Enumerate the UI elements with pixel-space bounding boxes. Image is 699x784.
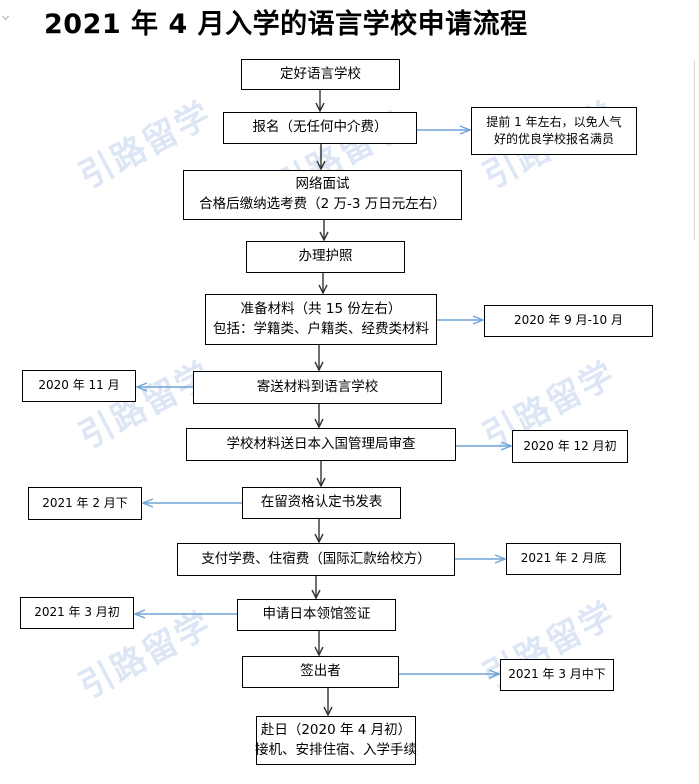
- step-text: 准备材料（共 15 份左右）: [240, 300, 402, 317]
- step-text: 合格后缴纳选考费（2 万-3 万日元左右）: [199, 196, 446, 212]
- step-text: 赴日（2020 年 4 月初）: [260, 721, 412, 738]
- note-text: 2020 年 11 月: [38, 378, 120, 393]
- note-text: 好的优良学校报名满员: [493, 132, 614, 146]
- note-text: 2021 年 3 月初: [34, 605, 120, 620]
- step-passport: 办理护照: [246, 241, 405, 273]
- step-coe-issued: 在留资格认定书发表: [242, 487, 401, 519]
- step-apply: 报名（无任何中介费）: [223, 112, 417, 144]
- step-text: 定好语言学校: [280, 65, 361, 82]
- note-text: 2021 年 3 月中下: [508, 667, 606, 682]
- step-text: 网络面试: [295, 176, 350, 193]
- note-send-time: 2020 年 11 月: [22, 370, 136, 402]
- note-coe-time: 2021 年 2 月下: [28, 487, 142, 520]
- note-visa-time: 2021 年 3 月初: [20, 597, 134, 629]
- step-visa-application: 申请日本领馆签证: [237, 599, 396, 631]
- note-prepare-time: 2020 年 9 月-10 月: [484, 305, 653, 337]
- step-text: 包括：学籍类、户籍类、经费类材料: [213, 320, 429, 337]
- step-text: 签出者: [300, 663, 341, 680]
- step-text: 办理护照: [298, 248, 353, 265]
- note-text: 提前 1 年左右，以免人气: [486, 114, 622, 129]
- note-text: 2020 年 9 月-10 月: [513, 313, 624, 328]
- step-text: 支付学费、住宿费（国际汇款给校方）: [201, 550, 431, 567]
- step-send-documents: 寄送材料到语言学校: [193, 371, 442, 404]
- step-pay-tuition: 支付学费、住宿费（国际汇款给校方）: [177, 543, 455, 576]
- edge-divider: [694, 60, 699, 240]
- step-select-school: 定好语言学校: [241, 59, 400, 90]
- note-text: 2020 年 12 月初: [523, 438, 617, 453]
- note-text: 2021 年 2 月下: [42, 495, 128, 510]
- page-title: 2021 年 4 月入学的语言学校申请流程: [44, 9, 528, 40]
- note-payment-time: 2021 年 2 月底: [506, 543, 621, 575]
- note-apply-early: 提前 1 年左右，以免人气 好的优良学校报名满员: [471, 107, 637, 155]
- note-visa-issued-time: 2021 年 3 月中下: [500, 659, 614, 691]
- step-text: 接机、安排住宿、入学手续: [255, 741, 417, 758]
- step-prepare-documents: 准备材料（共 15 份左右） 包括：学籍类、户籍类、经费类材料: [205, 294, 437, 345]
- step-immigration-review: 学校材料送日本入国管理局审查: [186, 428, 456, 461]
- step-text: 寄送材料到语言学校: [256, 378, 379, 395]
- note-text: 2021 年 2 月底: [520, 551, 607, 566]
- step-text: 报名（无任何中介费）: [252, 119, 388, 136]
- step-text: 申请日本领馆签证: [262, 606, 371, 623]
- step-online-interview: 网络面试 合格后缴纳选考费（2 万-3 万日元左右）: [183, 170, 462, 220]
- step-go-to-japan: 赴日（2020 年 4 月初） 接机、安排住宿、入学手续: [255, 716, 417, 765]
- step-text: 在留资格认定书发表: [260, 494, 383, 511]
- step-visa-issued: 签出者: [242, 656, 399, 688]
- step-text: 学校材料送日本入国管理局审查: [226, 435, 416, 452]
- note-review-time: 2020 年 12 月初: [512, 430, 628, 463]
